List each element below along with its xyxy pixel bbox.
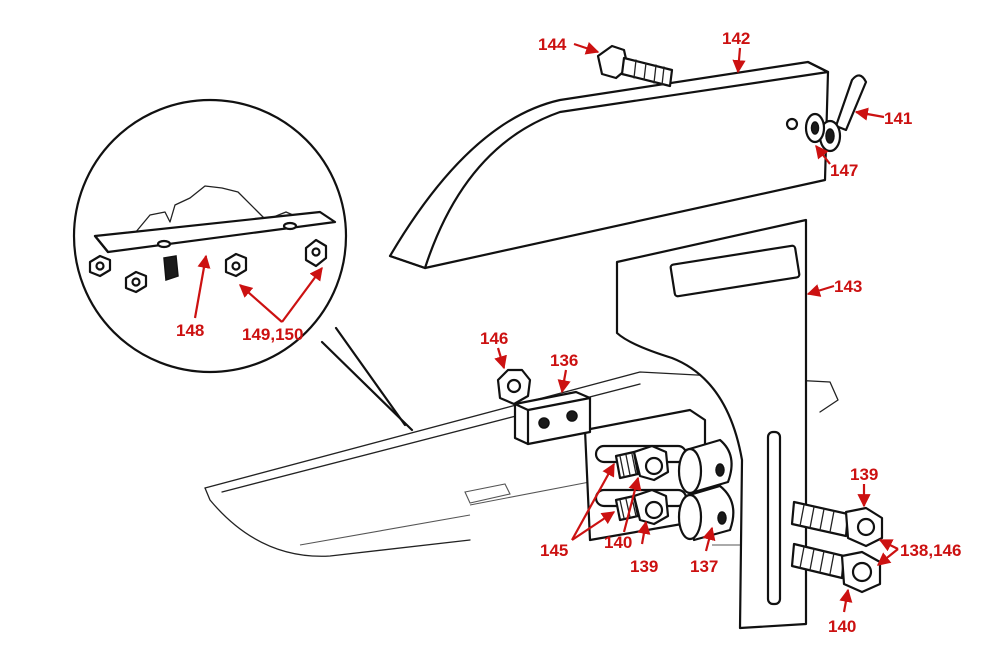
left-bolt-upper bbox=[614, 444, 670, 482]
callout-148: 148 bbox=[176, 321, 204, 340]
callout-137: 137 bbox=[690, 557, 718, 576]
callout-142: 142 bbox=[722, 29, 750, 48]
callout-139-center: 139 bbox=[630, 557, 658, 576]
spacer-lower bbox=[677, 484, 735, 542]
inset-nut-1 bbox=[88, 254, 112, 278]
callout-145: 145 bbox=[540, 541, 568, 560]
callout-139-right: 139 bbox=[850, 465, 878, 484]
callout-141: 141 bbox=[884, 109, 912, 128]
upper-slot bbox=[669, 244, 801, 298]
callout-labels: 144 142 141 147 143 148 149,150 146 136 … bbox=[176, 29, 961, 636]
inset-nut-2 bbox=[124, 270, 148, 294]
spacer-upper bbox=[677, 438, 733, 495]
callout-146: 146 bbox=[480, 329, 508, 348]
hex-nut bbox=[496, 368, 532, 406]
slide-block bbox=[513, 390, 592, 446]
callout-140-center: 140 bbox=[604, 533, 632, 552]
callout-143: 143 bbox=[834, 277, 862, 296]
right-bolt-lower bbox=[790, 542, 882, 594]
lower-slot bbox=[766, 430, 782, 606]
callout-140-right: 140 bbox=[828, 617, 856, 636]
inset-nut-3 bbox=[224, 252, 248, 278]
callout-136: 136 bbox=[550, 351, 578, 370]
guard-bolt bbox=[596, 44, 674, 88]
pivot-hole bbox=[785, 117, 799, 131]
guard-bracket bbox=[615, 218, 808, 630]
blade-guard-top bbox=[388, 60, 830, 270]
left-bolt-lower bbox=[614, 488, 670, 526]
right-bolt-upper bbox=[790, 500, 884, 548]
callout-144: 144 bbox=[538, 35, 567, 54]
callout-147: 147 bbox=[830, 161, 858, 180]
detail-inset bbox=[72, 98, 414, 432]
eye-bolt bbox=[818, 74, 868, 153]
callout-149-150: 149,150 bbox=[242, 325, 303, 344]
inset-nut-4 bbox=[304, 238, 328, 268]
washer bbox=[804, 112, 826, 144]
callout-138-146: 138,146 bbox=[900, 541, 961, 560]
callout-leaders bbox=[193, 41, 899, 613]
